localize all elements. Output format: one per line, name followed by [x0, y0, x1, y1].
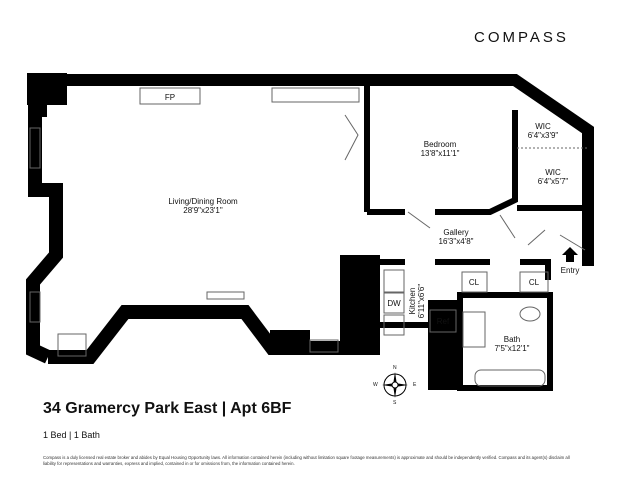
compass-west: W — [373, 382, 378, 388]
window — [29, 291, 41, 323]
compass-east: E — [413, 382, 417, 388]
sink — [383, 314, 405, 336]
fridge — [429, 309, 457, 333]
wall-block — [340, 255, 380, 355]
compass-north: N — [393, 365, 397, 371]
fireplace-label: FP — [164, 93, 176, 102]
bedroom-wall — [435, 110, 518, 215]
door-swing — [527, 229, 546, 246]
bathtub — [474, 369, 546, 387]
compass-rose-icon — [382, 372, 408, 398]
dishwasher-label: DW — [387, 299, 401, 308]
compass-south: S — [393, 400, 397, 406]
closet-label: CL — [468, 278, 480, 287]
dishwasher — [383, 292, 405, 314]
closet-label: CL — [528, 278, 540, 287]
window — [57, 333, 87, 357]
compass-logo: COMPASS — [474, 29, 569, 46]
door-swing — [499, 214, 516, 239]
door-swing — [407, 211, 431, 229]
outer-wall-left — [26, 80, 63, 364]
fireplace — [139, 87, 201, 105]
wall-block — [270, 330, 310, 352]
wall-block — [27, 73, 67, 105]
toilet — [519, 306, 541, 322]
disclaimer: Compass is a duly licensed real estate b… — [43, 455, 570, 466]
stove — [383, 269, 405, 293]
listing-summary: 1 Bed | 1 Bath — [43, 430, 100, 440]
closet — [461, 271, 488, 293]
built-in — [271, 87, 360, 103]
closet — [519, 271, 549, 293]
radiator — [206, 291, 245, 300]
vanity — [462, 311, 486, 348]
listing-title: 34 Gramercy Park East | Apt 6BF — [43, 400, 292, 417]
wall-block — [428, 300, 460, 390]
outer-wall — [33, 74, 594, 266]
fridge-label: Ref — [436, 317, 450, 326]
door-swing — [344, 114, 359, 161]
window — [309, 339, 339, 353]
entry-label: Entry — [560, 266, 580, 275]
entry-arrow-icon — [562, 247, 578, 262]
door-swing — [559, 234, 586, 251]
bath-wall — [457, 292, 553, 391]
window — [29, 127, 41, 169]
